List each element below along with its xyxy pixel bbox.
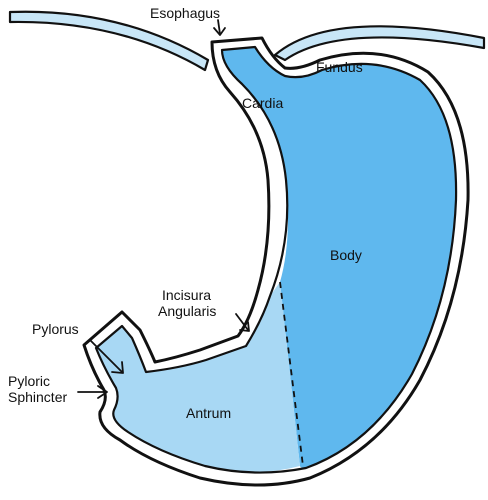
- incisura-label-line1: Incisura: [162, 287, 211, 303]
- pyloric-sphincter-arrow: [77, 385, 108, 399]
- antrum-label: Antrum: [186, 405, 231, 421]
- cardia-label: Cardia: [242, 95, 283, 111]
- antrum-body-divider: [279, 281, 304, 467]
- stomach-wall: [82, 36, 470, 487]
- esophagus-label: Esophagus: [150, 5, 220, 21]
- pyloric-sphincter-label-line2: Sphincter: [8, 389, 67, 405]
- diaphragm-left: [8, 10, 210, 72]
- fundus-label: Fundus: [316, 59, 363, 75]
- incisura-arrow: [235, 313, 250, 332]
- diaphragm-right: [273, 25, 486, 62]
- pylorus-label: Pylorus: [32, 321, 79, 337]
- esophagus-arrow: [213, 19, 226, 36]
- pyloric-sphincter-label-line1: Pyloric: [8, 373, 50, 389]
- body-label: Body: [330, 247, 362, 263]
- pylorus-arrow: [89, 339, 124, 374]
- body-region: [222, 47, 457, 468]
- antrum-region: [96, 282, 300, 472]
- inner-contour: [94, 45, 458, 474]
- incisura-label-line2: Angularis: [158, 303, 216, 319]
